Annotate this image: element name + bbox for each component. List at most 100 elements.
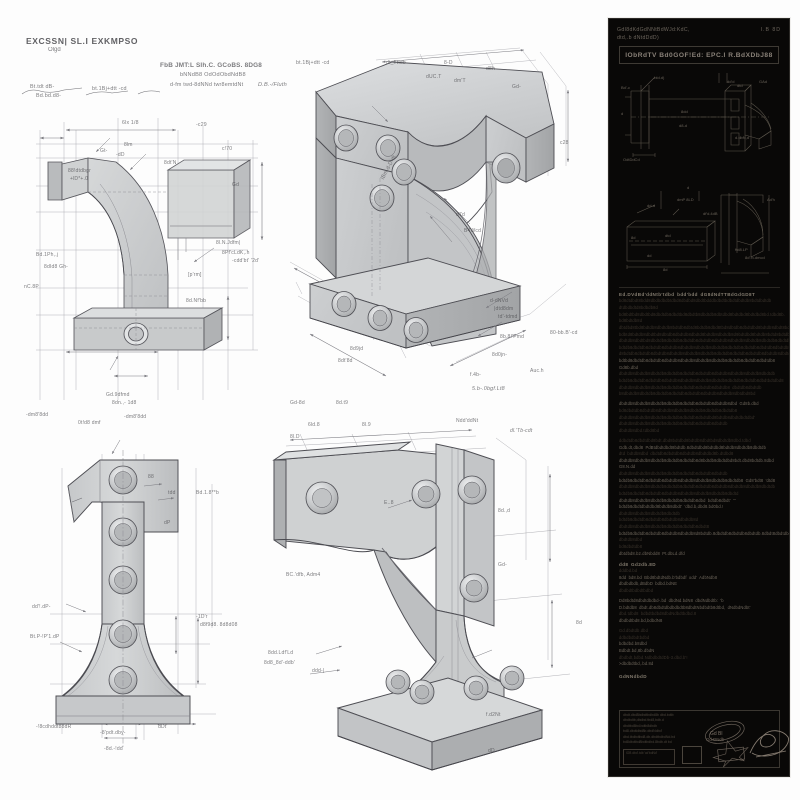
panel-body-line-7: bdtbd8dbdtdb8dbdtdb8dbdtdb8dbdtdb8dbdtdb… (619, 358, 776, 370)
stamp-label-2: Gd.DNdb (706, 737, 725, 742)
anno-fe-10: -!8cdhddt88dR (36, 724, 72, 730)
anno-fe-8: -1D'r (196, 614, 208, 620)
panel-subheading-4: dbdbdtbdbdtbdbd (619, 588, 654, 593)
anno-sv-3: 8lm (124, 142, 133, 148)
panel-body-line-9: bdtdb8dbdtdb8dbdtdb8dbdtdb8dbdtdb8dbdtdb… (619, 377, 784, 383)
panel-title-box: lObRdTV Bd0GOF!Ed: EPC.I R.BdXDbJ88 (619, 46, 779, 64)
anno-sv-2: -c29 (196, 122, 207, 128)
anno-si-7: E..8 (384, 500, 394, 506)
anno-sv-5: -dD (116, 152, 125, 158)
anno-si-9: 8d.,d (498, 508, 511, 514)
anno-fe-4: Bd.1.8**b (196, 490, 219, 496)
anno-iso-1: bt.1Bj+dtt -cd (296, 60, 330, 66)
front-elevation-view (50, 439, 222, 748)
anno-iso-16: 80-bb.B'-cd (550, 330, 578, 336)
panel-fig2-label-1: dmP 8LD (677, 197, 694, 202)
panel-body-line-11: b8dbdtdb8dbdtdb8dbdtdb8dbdtdb8dbdtdb8dbd… (619, 391, 756, 397)
panel-body-line-6: d8bdtdb8dbdtdb8dbdtdb8dbdtdb8dbdtdb8dbdt… (619, 351, 789, 357)
panel-figure-1: -bld.d) Bd'-c d 8dd d8-d dd'd dtd GAd d.… (621, 73, 772, 162)
note-line-1: FbB JMT:L SIh.C. GCoBS. 8DG8 (160, 62, 263, 69)
anno-sv-17: [p'rm] (188, 272, 202, 278)
panel-fig2-label-6: dd (647, 253, 651, 258)
panel-subheading-0: dd8 Gd2db.8D (619, 561, 656, 567)
anno-ul-3: bt.1Bj+dtt -cd (92, 86, 127, 92)
header-signature: D.B.-/Fluth (258, 82, 287, 88)
panel-title-text: lObRdTV Bd0GOF!Ed: EPC.I R.BdXDbJ88 (625, 51, 773, 59)
note-line-3: d-fm twd-8dNNd twr8emtdNt (170, 82, 244, 88)
anno-si-15: 8d (576, 620, 582, 626)
panel-body-line-10: dbdtdb8dbdtdb8dbdtdb8dbdtdb8dbdtdb8dbdtd… (619, 384, 762, 390)
anno-sv-22: -dm8'8dd (26, 412, 49, 418)
registration-sub: dbd'.tdb 'cd'bdNd' (632, 751, 658, 755)
panel-subheading-9: Gd.dbdtdb.dbd (619, 628, 649, 634)
note-line-2: bNNdB8 OdOdObdNdB8 (180, 72, 246, 78)
sheet-title: EXCSSN| SL.I EXKMPSO (26, 36, 139, 46)
anno-sv-4: Gt- (100, 148, 108, 154)
panel-body2-line-2: dbdtdb8dbdtdb8dbdtdb8dbdtdb8dbdtdb8dbdtd… (619, 414, 756, 420)
panel-body2-line-4: dbdtdb8dbd.tdbd8bd (619, 427, 660, 433)
panel-subheading-7: dbd.tdbd8 bdbdtbdbd8dbdNdbdtbdbd.8 (619, 611, 697, 617)
isometric-secondary-view (272, 428, 571, 771)
panel-subheading-2: 8dd bd8.bd Bbd8bdtdNdb.b'bdbdf odd' AdbN… (619, 574, 718, 580)
tb-line-1: dbdbdtb,dbdbd.tbd8,bdb.d (623, 718, 664, 723)
anno-fe-1: 0t!d8 dmf (78, 420, 101, 426)
anno-fe-6: dd'!.dP- (32, 604, 51, 610)
panel-subheading-13: dbdbdt,bdbd.NdbdbdtdDb-3.dbd.b'! (619, 654, 688, 660)
anno-iso-8: c28 (560, 140, 569, 146)
anno-iso-18: 8d9jd (350, 346, 364, 352)
panel-body-line-8: dbdtdb8dbdtdb8dbdtdb8dbdtdb8dbdtdb8dbdtd… (619, 371, 776, 377)
panel-fig1-label-3: 8dd (681, 109, 688, 114)
panel-body-line-5: bdtdb8dbdtdb8dbdtdb8dbdtdb8dbdtdb8dbdtdb… (619, 344, 789, 350)
panel-divider-1 (619, 287, 780, 288)
panel-body3-line-15: bd8dbdtdb8 (619, 543, 643, 549)
anno-si-12: ddd-| (312, 668, 325, 674)
anno-fe-12: -8d.-!dd (104, 746, 123, 752)
anno-sv-7: 88!dtdbgr (68, 168, 91, 174)
anno-fe-7: Bt.P-!P'1.dP (30, 634, 60, 640)
anno-sv-9: 8dt'N (164, 160, 177, 166)
anno-sv-6: c!70 (222, 146, 233, 152)
panel-fig1-label-5: dd'd (727, 79, 734, 84)
panel-header: GdI8dKdGdNNtBdWJd:KdC, dtd,.b dNtdDdD) I… (617, 27, 781, 42)
tb-line-3: bd8.dbdtdbd8b.dbdNdbd' (623, 729, 663, 734)
anno-sv-14: 8l.N.Jdfm| (216, 240, 241, 246)
anno-si-6: BC.'dfb, Adm4 (286, 572, 321, 578)
anno-sv-11: Bd.1Ph,.j (36, 252, 59, 258)
panel-body3-line-11: bdtdb8dbdtdb8dbdtdb8dbdtdb8dbdtdb8d (619, 517, 699, 523)
anno-si-11: 8d8_8d'-ddb' (264, 660, 296, 666)
panel-body3-line-3: dbdtdb8dbdtdb8dbdtdb8dbdtdb8dbdtdb8d8bdt… (619, 457, 774, 470)
panel-body3-line-6: dbdtdb8dbdtdb8dbdtdb8dbdtdb8dbdtdb8dbdtd… (619, 484, 776, 490)
panel-body3-line-10: dbdtdb8dbdtdb8dbdtdb8dbdtdb (619, 510, 680, 516)
anno-si-3: 8l.D (290, 434, 300, 440)
panel-fig1-label-6: dtd (737, 83, 743, 88)
anno-fe-3: tdd (168, 490, 176, 496)
panel-body3-line-1: Gdb.dt,dbd8 PdBtdbdtdbdt8bdtdb.8dbdtdbd8… (619, 444, 767, 450)
panel-body3-line-12: dbdtdb8dbdtdb8dbdtdb8dbdtdb8dbdtdb8dbdt8 (619, 524, 710, 530)
panel-checkbox-field[interactable] (682, 746, 702, 764)
panel-fig2-label-0: d (687, 185, 689, 190)
anno-sv-8: +lD*+.0 (70, 176, 89, 182)
panel-fig2-label-10: 8d'.b-dmcd (745, 255, 765, 260)
tb-line-5: bd8dbdtbd8bdtbdbd.8bdb.dt bd (623, 740, 672, 745)
anno-fe-13: dDt' (158, 724, 168, 730)
anno-si-13: f.d2Nt (486, 712, 501, 718)
anno-iso-13: |dtd8dm (494, 306, 514, 312)
panel-title-block-text: dbdt.dbd8bdbdtbdbd8b dbd.bdtb dbdbdtb,db… (623, 713, 705, 746)
panel-body-line-3: bdbtd8bdtdb8dbdtbd8dbtdb8dbdtdb8dbdtd8bd… (619, 331, 790, 337)
anno-sv-16: -cdd'bt' '2d' (232, 258, 260, 264)
panel-fig2-label-7: 8d (663, 267, 667, 272)
panel-fig2-label-2: dd-d (647, 203, 655, 208)
anno-ul-1: Bt.tdt dB- (30, 84, 55, 90)
anno-fe-5: dP (164, 520, 171, 526)
panel-body3-line-4: dbdtdb8dbdtdb8dbdtdb8dbdtdb8dbdtdb8dbdtd… (619, 471, 728, 477)
panel-body3-line-16: dbtdbd8.b2.dbNbdd8 Pt.dbLd.dfd (619, 550, 685, 556)
anno-iso-5: dUC.T (426, 74, 442, 80)
panel-subheading-11: bdbdbd.b8dbd (619, 641, 647, 647)
anno-iso-15: 8b.8!'Pmd (500, 334, 525, 340)
anno-iso-14: td'-tdmd (498, 314, 518, 320)
anno-si-4: Ndd'ddNt (456, 418, 479, 424)
registration-number: lOB (626, 751, 632, 755)
anno-iso-7: Gd- (512, 84, 521, 90)
panel-body-text: Ed.DVdBd'ddNtb'tdbd bdd'bdd dG8dNdTTBdGd… (619, 291, 790, 680)
